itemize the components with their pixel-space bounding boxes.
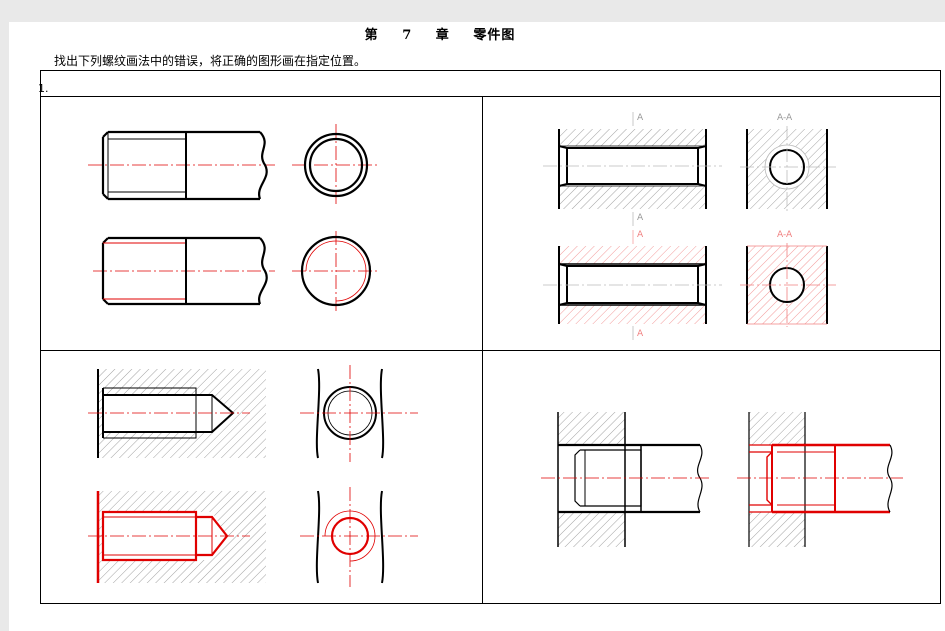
internal-thread-end-view-wrong [740,126,836,212]
section-title-aa-correct: A-A [777,230,793,240]
internal-thread-section-correct [543,230,722,340]
section-mark-top: A [637,113,644,123]
answer-table [40,70,941,604]
blind-hole-end-view-correct [300,487,418,587]
chapter-title: 零件图 [473,28,516,43]
section-title-aa: A-A [777,113,793,123]
internal-thread-section-wrong [543,112,722,226]
page-title: 第 7 章 零件图 [0,24,880,43]
external-thread-end-view-correct [292,231,380,312]
blind-hole-end-view-wrong [300,365,418,462]
internal-thread-end-view-correct [740,243,836,327]
section-mark-top-correct: A [637,230,644,240]
blind-hole-correct [88,491,266,583]
section-mark-bottom-correct: A [637,329,644,339]
section-mark-bottom: A [637,213,644,223]
chapter-label: 第 7 章 [364,28,450,43]
thread-assembly-wrong [541,412,712,547]
instruction-text: 找出下列螺纹画法中的错误，将正确的图形画在指定位置。 [54,54,367,68]
external-thread-wrong [88,130,275,201]
external-thread-correct [93,236,275,306]
problem-number: 1. [38,82,49,95]
external-thread-end-view-wrong [292,124,378,207]
thread-assembly-correct [737,412,903,547]
blind-hole-wrong [88,369,266,458]
